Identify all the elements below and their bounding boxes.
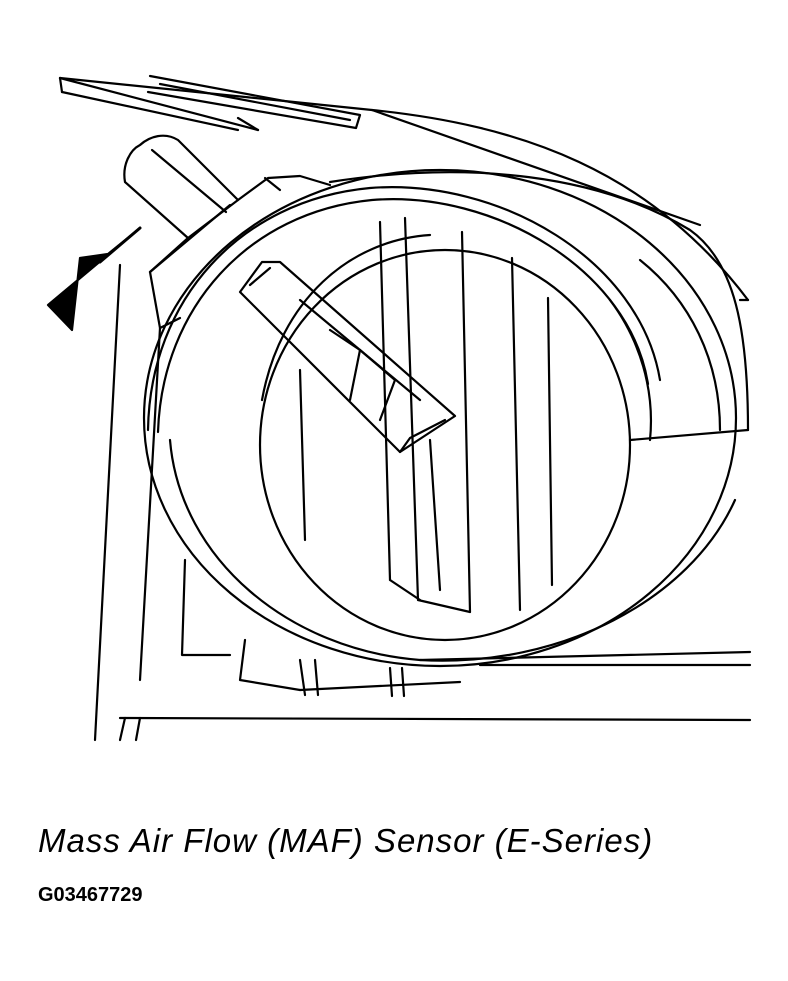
figure-id: G03467729: [38, 884, 143, 906]
maf-inner-bore: [258, 233, 632, 642]
upper-rails: [58, 74, 702, 227]
air-cleaner-housing: [328, 108, 750, 442]
sensor-probe: [238, 260, 457, 454]
bottom-mount: [118, 650, 752, 742]
sensor-connector: [123, 134, 332, 330]
pointer-arrow-icon: [46, 226, 142, 332]
flow-straightener-slats: [298, 216, 554, 614]
maf-sensor-illustration: [46, 74, 752, 742]
left-housing: [93, 263, 302, 742]
maf-outer-ring: [142, 168, 738, 668]
figure-caption: Mass Air Flow (MAF) Sensor (E-Series): [38, 822, 654, 859]
